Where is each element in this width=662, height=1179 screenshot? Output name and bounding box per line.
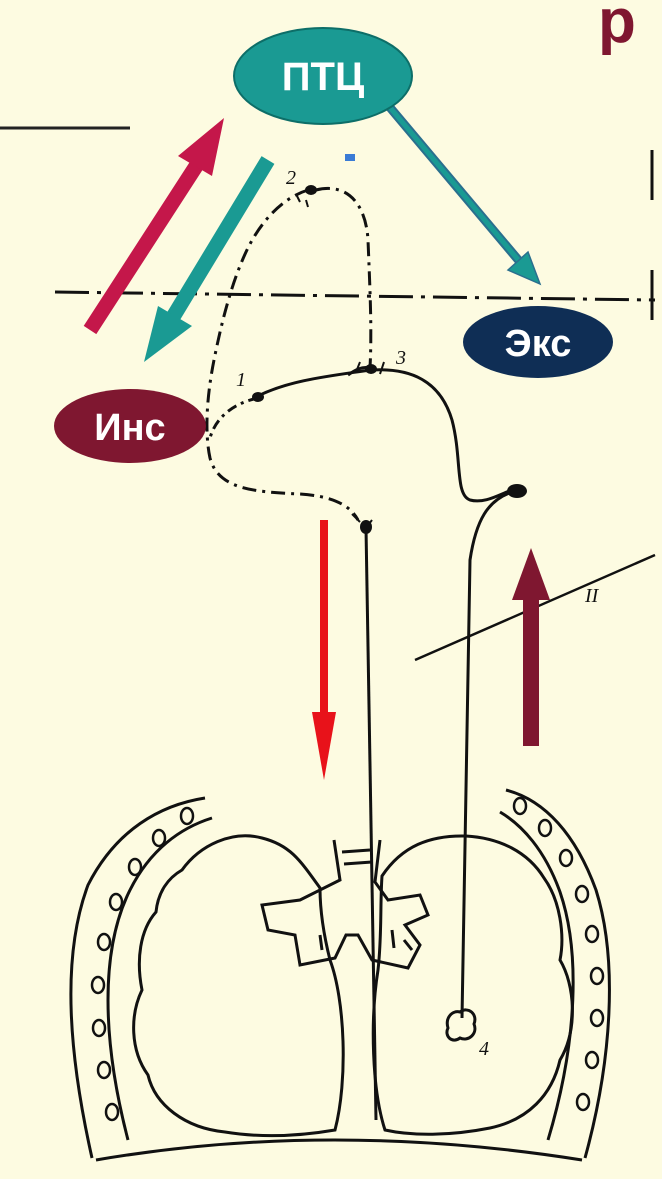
neural-pathway — [207, 188, 512, 1120]
neuron-label-2: 2 — [286, 167, 296, 189]
node-eks: Экс — [463, 306, 613, 378]
node-ins: Инс — [54, 389, 206, 463]
node-ins-label: Инс — [94, 407, 165, 449]
roman-label: II — [584, 585, 600, 607]
rib-band-left-inner — [108, 818, 212, 1140]
rib-opening — [591, 1010, 603, 1026]
lung-right — [373, 836, 572, 1134]
level-line — [55, 292, 655, 300]
node-ptc-label: ПТЦ — [282, 55, 364, 99]
rib-opening — [586, 926, 598, 942]
rib-opening — [586, 1052, 598, 1068]
marker-square — [345, 154, 355, 161]
neuron-3 — [365, 364, 377, 374]
rib-opening — [577, 1094, 589, 1110]
arrow-descending — [144, 160, 268, 362]
arrow-head — [312, 712, 336, 780]
synapse-2 — [296, 194, 308, 207]
arrow-efferent-down — [312, 520, 336, 780]
arrow-shaft — [523, 596, 539, 746]
afferent-fiber — [462, 492, 512, 1018]
arrow-afferent-up — [512, 548, 550, 746]
rib-opening — [591, 968, 603, 984]
arrow-head — [178, 118, 224, 176]
rib-opening — [106, 1104, 118, 1120]
rib-band-left-outer — [71, 798, 205, 1158]
arrow-shaft — [382, 98, 520, 262]
arrow-head — [512, 548, 550, 600]
rib-opening — [93, 1020, 105, 1036]
diaphragm — [96, 1140, 582, 1160]
thorax — [71, 790, 610, 1160]
arrow-ascending — [90, 118, 224, 330]
efferent-pathway-dashdot — [207, 190, 358, 520]
bronchi-rings — [320, 850, 412, 950]
arrow-ptc-to-eks — [382, 98, 540, 284]
neuron-label-4: 4 — [479, 1038, 489, 1060]
rib-opening — [153, 830, 165, 846]
rib-opening — [560, 850, 572, 866]
rib-opening — [98, 1062, 110, 1078]
neuron-label-3: 3 — [395, 347, 406, 369]
node-eks-label: Экс — [505, 323, 572, 365]
pathway-1-left — [210, 398, 258, 438]
title-fragment: р — [598, 0, 636, 56]
arrow-shaft — [320, 520, 328, 716]
rib-band-right-inner — [500, 812, 573, 1140]
neuron-1 — [252, 392, 264, 402]
rib-opening — [110, 894, 122, 910]
rib-opening — [129, 859, 141, 875]
trachea-bronchi — [262, 840, 428, 968]
neuron-2 — [305, 185, 317, 195]
rib-opening — [539, 820, 551, 836]
lung-left — [134, 836, 344, 1136]
rib-opening — [576, 886, 588, 902]
pathway-1-3 — [258, 370, 370, 396]
rib-openings — [92, 798, 603, 1120]
afferent-pathway — [372, 370, 512, 501]
neuron-label-1: 1 — [236, 369, 246, 391]
arrow-head — [144, 306, 192, 362]
pathway-2-3 — [316, 188, 371, 368]
sensory-ganglion — [507, 484, 527, 498]
rib-opening — [98, 934, 110, 950]
rib-opening — [92, 977, 104, 993]
node-ptc: ПТЦ — [234, 28, 412, 124]
rib-opening — [514, 798, 526, 814]
rib-opening — [181, 808, 193, 824]
